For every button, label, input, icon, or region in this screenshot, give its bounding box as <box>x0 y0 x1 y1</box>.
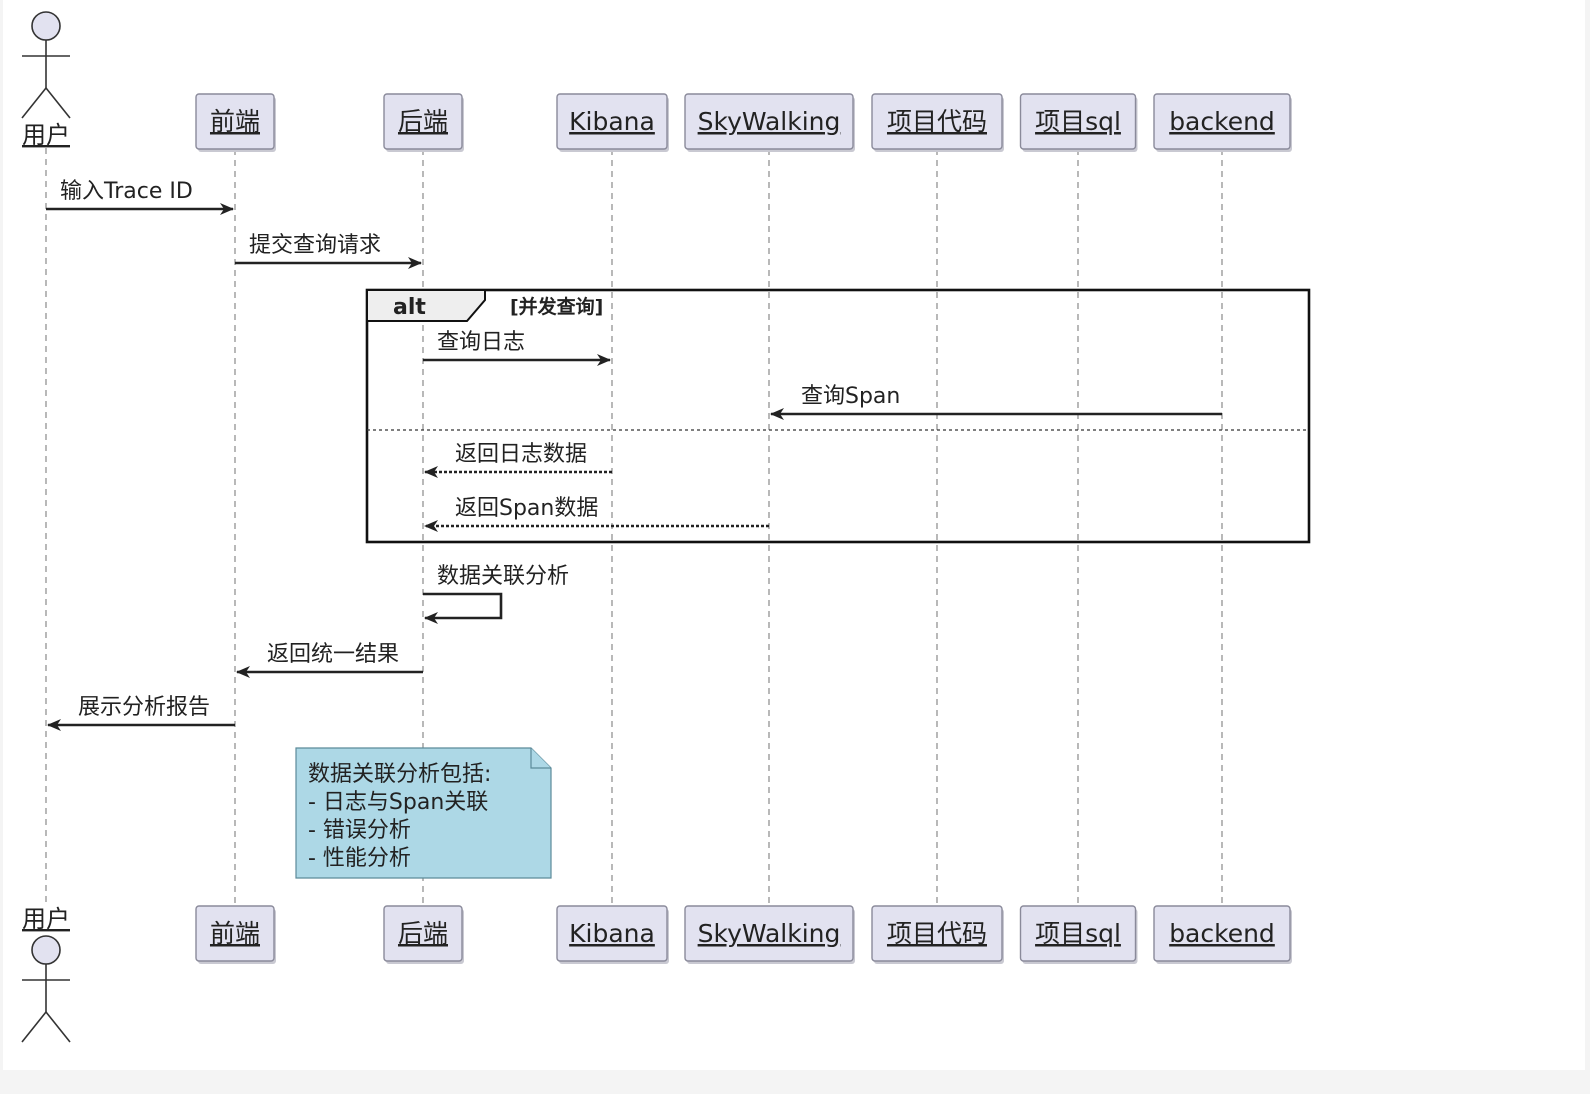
participant-box-bottom-backend <box>1153 905 1291 962</box>
participant-label-top-project_sql: 项目sql <box>1035 107 1121 136</box>
participant-label-bottom-backend_cn: 后端 <box>398 919 448 948</box>
participant-box-top-backend_cn <box>383 93 463 150</box>
actor-head <box>31 935 61 965</box>
participant-label-bottom-kibana: Kibana <box>569 919 655 948</box>
participant-label-bottom-user: 用户 <box>22 905 70 933</box>
message-label-m2: 提交查询请求 <box>249 233 381 258</box>
participant-label-bottom-backend: backend <box>1169 919 1275 948</box>
note-line: - 性能分析 <box>308 846 411 871</box>
participant-box-top-skywalking <box>684 93 854 150</box>
participant-box-bottom-skywalking <box>684 905 854 962</box>
fragment-condition: [并发查询] <box>510 295 603 318</box>
participant-label-bottom-skywalking: SkyWalking <box>698 919 841 948</box>
actor-head <box>31 11 61 41</box>
message-label-m9: 展示分析报告 <box>78 695 210 720</box>
participant-label-bottom-frontend: 前端 <box>210 919 260 948</box>
participant-label-top-frontend: 前端 <box>210 107 260 136</box>
message-label-m6: 返回Span数据 <box>455 496 598 521</box>
message-label-m1: 输入Trace ID <box>60 179 193 204</box>
message-arrow-m7 <box>423 592 503 624</box>
message-label-m3: 查询日志 <box>437 330 525 355</box>
participant-box-top-project_sql <box>1019 93 1137 150</box>
participant-box-top-backend <box>1153 93 1291 150</box>
participant-box-top-kibana <box>556 93 668 150</box>
participant-label-top-backend: backend <box>1169 107 1275 136</box>
fragment-keyword: alt <box>393 295 426 320</box>
participant-label-top-project_code: 项目代码 <box>887 107 987 136</box>
note-fold <box>530 748 551 769</box>
participant-box-bottom-project_code <box>871 905 1003 962</box>
participant-box-bottom-backend_cn <box>383 905 463 962</box>
actor-leg-right <box>45 1011 71 1043</box>
fragment-alt <box>365 288 1311 544</box>
note-line: 数据关联分析包括: <box>308 762 491 787</box>
participant-label-top-skywalking: SkyWalking <box>698 107 841 136</box>
message-label-m7: 数据关联分析 <box>437 564 569 589</box>
message-label-m8: 返回统一结果 <box>267 642 399 667</box>
fragment-header-tab <box>366 289 486 322</box>
participant-label-bottom-project_sql: 项目sql <box>1035 919 1121 948</box>
actor-leg-right <box>45 87 71 119</box>
participant-label-top-kibana: Kibana <box>569 107 655 136</box>
participant-box-bottom-kibana <box>556 905 668 962</box>
participant-box-bottom-frontend <box>195 905 275 962</box>
participant-label-bottom-project_code: 项目代码 <box>887 919 987 948</box>
actor-figure-bottom-user <box>21 935 71 1043</box>
participant-box-top-frontend <box>195 93 275 150</box>
note-line: - 日志与Span关联 <box>308 790 488 815</box>
diagram-background <box>3 0 1585 1070</box>
participant-box-bottom-project_sql <box>1019 905 1137 962</box>
note-box <box>295 747 552 879</box>
actor-leg-left <box>21 87 47 119</box>
actor-leg-left <box>21 1011 47 1043</box>
participant-label-top-backend_cn: 后端 <box>398 107 448 136</box>
message-label-m5: 返回日志数据 <box>455 442 587 467</box>
participant-box-top-project_code <box>871 93 1003 150</box>
actor-figure-top-user <box>21 11 71 119</box>
participant-label-top-user: 用户 <box>22 121 70 149</box>
message-label-m4: 查询Span <box>801 384 900 409</box>
note-line: - 错误分析 <box>308 818 411 843</box>
